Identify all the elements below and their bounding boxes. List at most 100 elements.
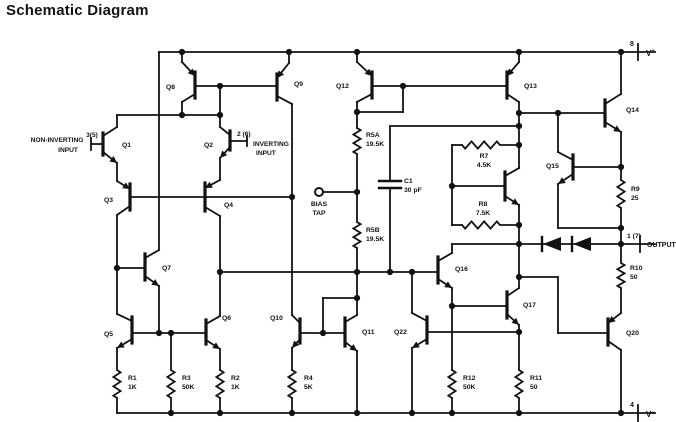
pin-8-number: 8	[630, 41, 634, 48]
svg-text:Q5: Q5	[104, 331, 113, 338]
diode-2-icon	[570, 235, 591, 253]
svg-text:NON-INVERTING: NON-INVERTING	[31, 137, 84, 144]
svg-text:Q10: Q10	[270, 315, 283, 322]
v-plus-label: V+	[646, 49, 655, 58]
transistor-q6: Q6	[204, 315, 231, 351]
svg-text:Q6: Q6	[222, 315, 231, 322]
pin-4-number: 4	[630, 402, 634, 409]
svg-text:7.5K: 7.5K	[476, 210, 490, 217]
transistor-q22: Q22	[394, 315, 429, 350]
svg-text:R3: R3	[182, 375, 191, 382]
svg-text:R5B: R5B	[366, 227, 380, 234]
transistor-q8: Q8	[166, 60, 197, 100]
svg-text:50: 50	[530, 384, 538, 391]
svg-text:19.5K: 19.5K	[366, 141, 384, 148]
svg-text:Q1: Q1	[122, 142, 131, 149]
svg-text:V−: V−	[646, 410, 655, 419]
transistor-q2: Q2	[204, 129, 232, 160]
svg-text:25: 25	[631, 195, 639, 202]
transistor-q1: Q1	[101, 131, 131, 165]
transistor-q14: Q14	[603, 98, 639, 134]
svg-text:Q11: Q11	[362, 329, 375, 336]
svg-text:R11: R11	[530, 375, 542, 382]
transistor-q16: Q16	[436, 255, 468, 290]
svg-text:R4: R4	[304, 375, 313, 382]
svg-text:Q17: Q17	[523, 302, 536, 309]
transistor-q4: Q4	[203, 178, 233, 213]
transistor-q5: Q5	[104, 315, 134, 350]
svg-text:R12: R12	[463, 375, 476, 382]
transistor-q12: Q12	[336, 60, 374, 100]
svg-text:R5A: R5A	[366, 132, 380, 139]
transistor-q17: Q17	[505, 290, 536, 327]
svg-text:Q4: Q4	[224, 202, 233, 209]
svg-text:Q2: Q2	[204, 142, 213, 149]
svg-text:1K: 1K	[128, 384, 137, 391]
bias-tap-terminal	[314, 187, 324, 197]
svg-text:Q8: Q8	[166, 84, 175, 91]
svg-text:Q15: Q15	[546, 163, 559, 170]
svg-text:INPUT: INPUT	[256, 150, 276, 157]
svg-text:Q20: Q20	[626, 330, 639, 337]
svg-text:30 pF: 30 pF	[404, 187, 422, 194]
svg-text:Q14: Q14	[626, 107, 639, 114]
svg-text:50: 50	[630, 274, 638, 281]
svg-text:OUTPUT: OUTPUT	[647, 242, 676, 249]
svg-text:R9: R9	[631, 186, 640, 193]
v-minus-label: V−	[646, 410, 655, 419]
noninverting-label-line2: INPUT	[58, 147, 78, 154]
pin-3-5-number: 3(5)	[86, 132, 98, 139]
svg-text:INVERTING: INVERTING	[253, 141, 289, 148]
transistor-q20: Q20	[606, 311, 639, 347]
pin-2-6-number: 2 (6)	[237, 131, 251, 138]
capacitor-c1: C1 30 pF	[377, 178, 422, 194]
svg-text:50K: 50K	[182, 384, 195, 391]
svg-text:C1: C1	[404, 178, 413, 185]
svg-text:Q12: Q12	[336, 83, 349, 90]
svg-text:Q7: Q7	[162, 265, 171, 272]
svg-text:R10: R10	[630, 265, 643, 272]
svg-text:R7: R7	[480, 153, 489, 160]
transistor-q3: Q3	[104, 179, 132, 212]
svg-text:50K: 50K	[463, 384, 476, 391]
bias-label-line2: TAP	[312, 210, 326, 217]
svg-text:Q3: Q3	[104, 197, 113, 204]
svg-text:4.5K: 4.5K	[477, 162, 491, 169]
noninverting-label-line1: NON-INVERTING	[31, 137, 84, 144]
transistor-q9: Q9	[275, 61, 303, 102]
svg-text:Q16: Q16	[455, 266, 468, 273]
inverting-label-line2: INPUT	[256, 150, 276, 157]
junction-dots-layer	[113, 48, 625, 417]
transistor-q10: Q10	[270, 315, 302, 350]
svg-text:Q13: Q13	[524, 83, 537, 90]
resistor-r7: R7 4.5K	[461, 140, 501, 169]
transistor-q13: Q13	[505, 60, 537, 100]
transistor-q7: Q7	[143, 252, 171, 288]
transistor-q11: Q11	[343, 316, 375, 353]
transistor-q15: Q15	[546, 153, 575, 186]
svg-text:1K: 1K	[231, 384, 240, 391]
svg-text:R8: R8	[479, 201, 488, 208]
svg-text:1 (7): 1 (7)	[627, 233, 641, 240]
transistor-q-unlabeled	[503, 170, 521, 207]
svg-text:Q9: Q9	[294, 81, 303, 88]
diode-1-icon	[540, 235, 561, 253]
page-title: Schematic Diagram	[6, 2, 149, 19]
resistor-r5a: R5A 19.5K	[351, 127, 384, 155]
pin-1-7-number: 1 (7)	[627, 233, 641, 240]
svg-text:8: 8	[630, 41, 634, 48]
svg-text:4: 4	[630, 402, 634, 409]
bias-label-line1: BIAS	[311, 201, 328, 208]
svg-text:BIAS: BIAS	[311, 201, 328, 208]
